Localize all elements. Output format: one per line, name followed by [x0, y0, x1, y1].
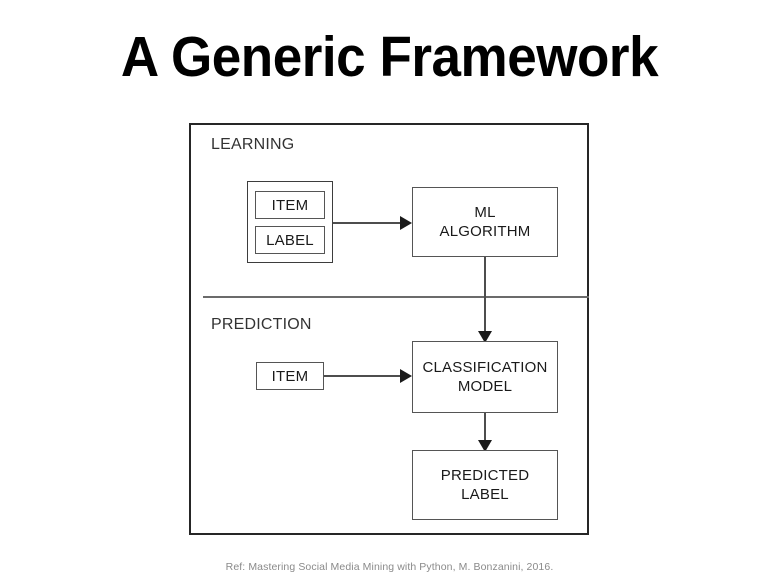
node-training-label: LABEL [255, 226, 325, 254]
edge-item-to-classification-arrowhead [400, 369, 412, 383]
framework-diagram: LEARNING ITEM LABEL ML ALGORITHM PREDICT… [189, 123, 589, 535]
node-ml-algorithm-line2: ALGORITHM [439, 223, 531, 240]
edge-classification-to-predicted-line [484, 413, 486, 444]
edge-ml-to-classification-line [484, 257, 486, 335]
section-divider [203, 296, 589, 298]
node-prediction-item: ITEM [256, 362, 324, 390]
edge-item-to-classification-line [324, 375, 401, 377]
reference-footer: Ref: Mastering Social Media Mining with … [225, 561, 554, 573]
node-predicted-label-line2: LABEL [461, 486, 509, 503]
node-ml-algorithm: ML ALGORITHM [412, 187, 558, 257]
node-classification-model: CLASSIFICATION MODEL [412, 341, 558, 413]
section-label-prediction: PREDICTION [211, 316, 312, 333]
page-title: A Generic Framework [120, 25, 659, 89]
node-ml-algorithm-line1: ML [474, 204, 496, 221]
edge-classification-to-predicted-arrowhead [478, 440, 492, 452]
node-training-item: ITEM [255, 191, 325, 219]
node-predicted-label: PREDICTED LABEL [412, 450, 558, 520]
node-classification-model-line1: CLASSIFICATION [422, 359, 548, 376]
edge-training-to-ml-arrowhead [400, 216, 412, 230]
edge-ml-to-classification-arrowhead [478, 331, 492, 343]
node-classification-model-line2: MODEL [457, 378, 513, 395]
section-label-learning: LEARNING [211, 136, 295, 153]
edge-training-to-ml-line [333, 222, 401, 224]
node-predicted-label-line1: PREDICTED [440, 467, 530, 484]
